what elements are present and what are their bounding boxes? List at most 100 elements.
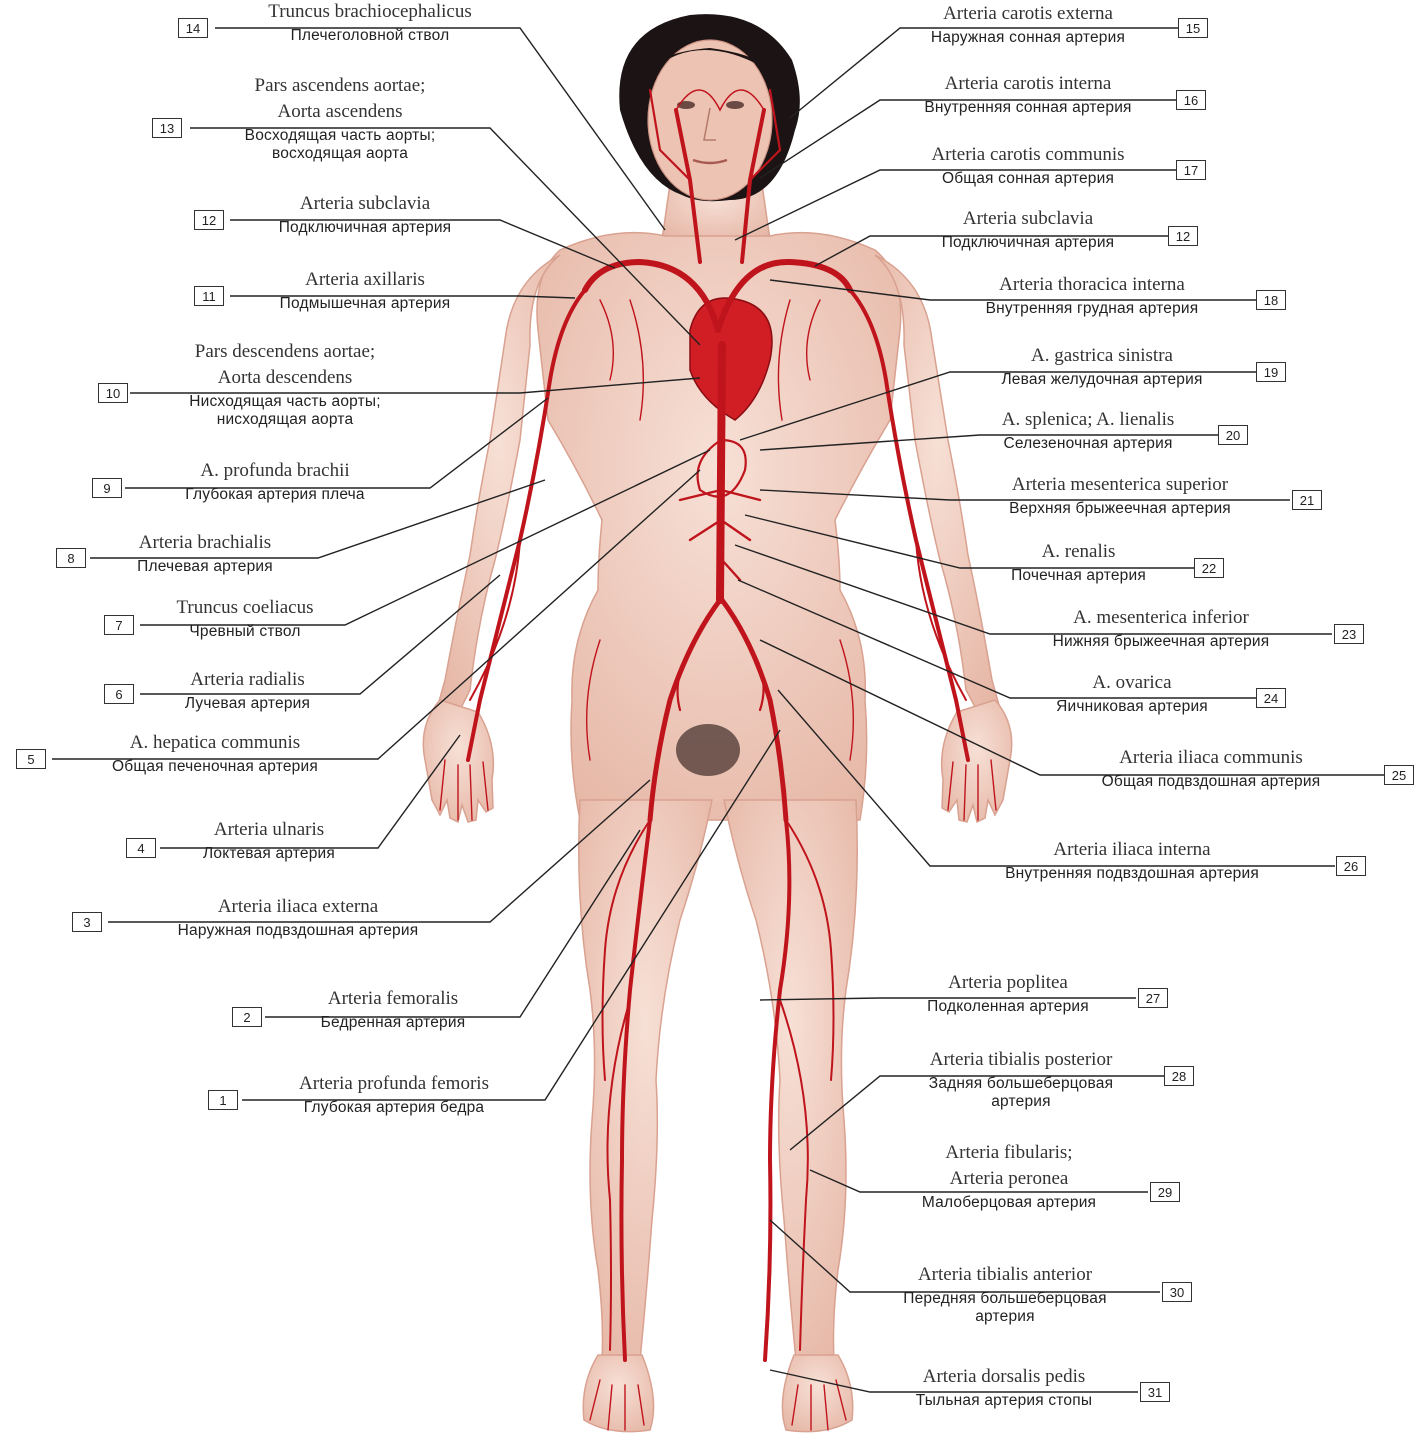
label-7-russian: Чревный ствол (140, 624, 350, 640)
label-3-latin: Arteria iliaca externa (108, 897, 488, 917)
label-11: Arteria axillaris Подмышечная артерия (230, 270, 500, 312)
label-16: Arteria carotis interna Внутренняя сонна… (880, 74, 1176, 116)
label-13-latin-2: Aorta ascendens (190, 102, 490, 122)
label-25-latin: Arteria iliaca communis (1040, 748, 1382, 768)
marker-9: 9 (92, 478, 122, 498)
label-10: Pars descendens aortae; Aorta descendens… (135, 342, 435, 428)
label-24: A. ovarica Яичниковая артерия (1010, 673, 1254, 715)
marker-26: 26 (1336, 856, 1366, 876)
pubic-shading (676, 724, 740, 776)
label-2-latin: Arteria femoralis (268, 989, 518, 1009)
marker-31: 31 (1140, 1382, 1170, 1402)
label-21: Arteria mesenterica superior Верхняя бры… (950, 475, 1290, 517)
label-19-latin: A. gastrica sinistra (950, 346, 1254, 366)
label-5-russian: Общая печеночная артерия (52, 759, 378, 775)
label-31-russian: Тыльная артерия стопы (870, 1393, 1138, 1409)
label-5: A. hepatica communis Общая печеночная ар… (52, 733, 378, 775)
label-8-latin: Arteria brachialis (90, 533, 320, 553)
label-17-russian: Общая сонная артерия (880, 171, 1176, 187)
label-30-russian-2: артерия (850, 1309, 1160, 1325)
label-25-russian: Общая подвздошная артерия (1040, 774, 1382, 790)
label-13-russian-1: Восходящая часть аорты; (190, 128, 490, 144)
label-14-russian: Плечеголовной ствол (220, 28, 520, 44)
label-15-latin: Arteria carotis externa (880, 4, 1176, 24)
label-30-latin: Arteria tibialis anterior (850, 1265, 1160, 1285)
label-12-right-russian: Подключичная артерия (890, 235, 1166, 251)
label-11-russian: Подмышечная артерия (230, 296, 500, 312)
label-10-russian-2: нисходящая аорта (135, 412, 435, 428)
label-18-latin: Arteria thoracica interna (930, 275, 1254, 295)
label-9-latin: A. profunda brachii (125, 461, 425, 481)
marker-2: 2 (232, 1007, 262, 1027)
label-3: Arteria iliaca externa Наружная подвздош… (108, 897, 488, 939)
marker-16: 16 (1176, 90, 1206, 110)
label-12-right-latin: Arteria subclavia (890, 209, 1166, 229)
label-27-latin: Arteria poplitea (880, 973, 1136, 993)
marker-22: 22 (1194, 558, 1224, 578)
label-4-russian: Локтевая артерия (160, 846, 378, 862)
label-26-russian: Внутренняя подвздошная артерия (930, 866, 1334, 882)
label-4: Arteria ulnaris Локтевая артерия (160, 820, 378, 862)
label-2: Arteria femoralis Бедренная артерия (268, 989, 518, 1031)
marker-4: 4 (126, 838, 156, 858)
marker-23: 23 (1334, 624, 1364, 644)
label-23-russian: Нижняя брыжеечная артерия (990, 634, 1332, 650)
label-19: A. gastrica sinistra Левая желудочная ар… (950, 346, 1254, 388)
label-22-latin: A. renalis (965, 542, 1192, 562)
label-30: Arteria tibialis anterior Передняя больш… (850, 1265, 1160, 1325)
label-18: Arteria thoracica interna Внутренняя гру… (930, 275, 1254, 317)
label-13: Pars ascendens aortae; Aorta ascendens В… (190, 76, 490, 162)
label-6-latin: Arteria radialis (140, 670, 355, 690)
label-22-russian: Почечная артерия (965, 568, 1192, 584)
marker-30: 30 (1162, 1282, 1192, 1302)
label-31: Arteria dorsalis pedis Тыльная артерия с… (870, 1367, 1138, 1409)
label-7-latin: Truncus coeliacus (140, 598, 350, 618)
marker-27: 27 (1138, 988, 1168, 1008)
label-31-latin: Arteria dorsalis pedis (870, 1367, 1138, 1387)
label-28-russian-1: Задняя большеберцовая (880, 1076, 1162, 1092)
label-23-latin: A. mesenterica inferior (990, 608, 1332, 628)
label-1-russian: Глубокая артерия бедра (244, 1100, 544, 1116)
label-12-left: Arteria subclavia Подключичная артерия (230, 194, 500, 236)
label-25: Arteria iliaca communis Общая подвздошна… (1040, 748, 1382, 790)
marker-10: 10 (98, 383, 128, 403)
label-12-left-latin: Arteria subclavia (230, 194, 500, 214)
label-18-russian: Внутренняя грудная артерия (930, 301, 1254, 317)
label-27-russian: Подколенная артерия (880, 999, 1136, 1015)
label-20: A. splenica; A. lienalis Селезеночная ар… (960, 410, 1216, 452)
label-22: A. renalis Почечная артерия (965, 542, 1192, 584)
marker-24: 24 (1256, 688, 1286, 708)
label-27: Arteria poplitea Подколенная артерия (880, 973, 1136, 1015)
marker-14: 14 (178, 18, 208, 38)
label-3-russian: Наружная подвздошная артерия (108, 923, 488, 939)
label-9: A. profunda brachii Глубокая артерия пле… (125, 461, 425, 503)
label-6: Arteria radialis Лучевая артерия (140, 670, 355, 712)
label-13-latin-1: Pars ascendens aortae; (190, 76, 490, 96)
label-28: Arteria tibialis posterior Задняя больше… (880, 1050, 1162, 1110)
marker-19: 19 (1256, 362, 1286, 382)
marker-29: 29 (1150, 1182, 1180, 1202)
label-9-russian: Глубокая артерия плеча (125, 487, 425, 503)
label-20-latin: A. splenica; A. lienalis (960, 410, 1216, 430)
label-17: Arteria carotis communis Общая сонная ар… (880, 145, 1176, 187)
label-20-russian: Селезеночная артерия (960, 436, 1216, 452)
label-12-left-russian: Подключичная артерия (230, 220, 500, 236)
label-2-russian: Бедренная артерия (268, 1015, 518, 1031)
marker-28: 28 (1164, 1066, 1194, 1086)
marker-3: 3 (72, 912, 102, 932)
label-19-russian: Левая желудочная артерия (950, 372, 1254, 388)
label-5-latin: A. hepatica communis (52, 733, 378, 753)
marker-1: 1 (208, 1090, 238, 1110)
label-10-russian-1: Нисходящая часть аорты; (135, 394, 435, 410)
label-10-latin-2: Aorta descendens (135, 368, 435, 388)
label-15-russian: Наружная сонная артерия (880, 30, 1176, 46)
label-28-latin: Arteria tibialis posterior (880, 1050, 1162, 1070)
label-29-latin-2: Arteria peronea (870, 1169, 1148, 1189)
label-15: Arteria carotis externa Наружная сонная … (880, 4, 1176, 46)
marker-11: 11 (194, 286, 224, 306)
label-16-latin: Arteria carotis interna (880, 74, 1176, 94)
label-21-latin: Arteria mesenterica superior (950, 475, 1290, 495)
marker-7: 7 (104, 615, 134, 635)
label-21-russian: Верхняя брыжеечная артерия (950, 501, 1290, 517)
